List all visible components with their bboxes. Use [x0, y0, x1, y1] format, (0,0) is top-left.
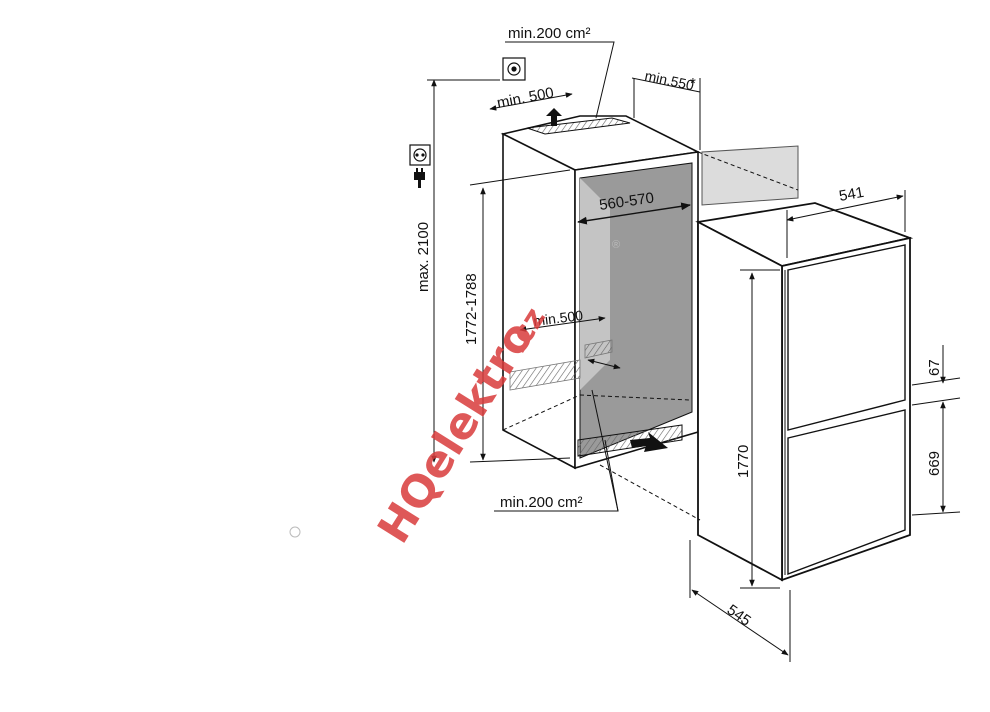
power-socket-icon [409, 144, 431, 166]
label-vent-bottom-area: min.200 cm² [500, 494, 583, 511]
label-niche-height: 1772-1788 [463, 273, 480, 345]
niche [500, 115, 799, 470]
label-depth-front: min.550 [643, 67, 695, 93]
label-vent-top-area: min.200 cm² [508, 25, 591, 42]
air-out-arrow [546, 108, 562, 126]
appliance [695, 202, 914, 582]
watermark-mark: ® [612, 239, 620, 251]
upper-door [787, 244, 906, 431]
label-appliance-depth: 545 [724, 601, 754, 629]
dimension-lines [427, 41, 961, 662]
label-lower-door: 669 [926, 451, 943, 476]
water-connection-icon [502, 57, 526, 81]
side-panel [701, 145, 799, 206]
power-plug-icon [414, 168, 425, 188]
label-depth-front-star: * [690, 75, 696, 92]
airflow-arrows [546, 108, 668, 452]
label-appliance-height: 1770 [735, 445, 752, 478]
lower-door [787, 409, 906, 576]
air-in-arrow [630, 432, 668, 452]
label-appliance-width: 541 [838, 184, 866, 205]
label-vent-bottom-width: min.500 [532, 307, 584, 329]
label-vent-top-width: min. 500 [496, 84, 556, 112]
label-max-height: max. 2100 [415, 222, 432, 292]
registered-mark-icon [289, 526, 301, 538]
label-door-gap: 67 [926, 359, 943, 376]
